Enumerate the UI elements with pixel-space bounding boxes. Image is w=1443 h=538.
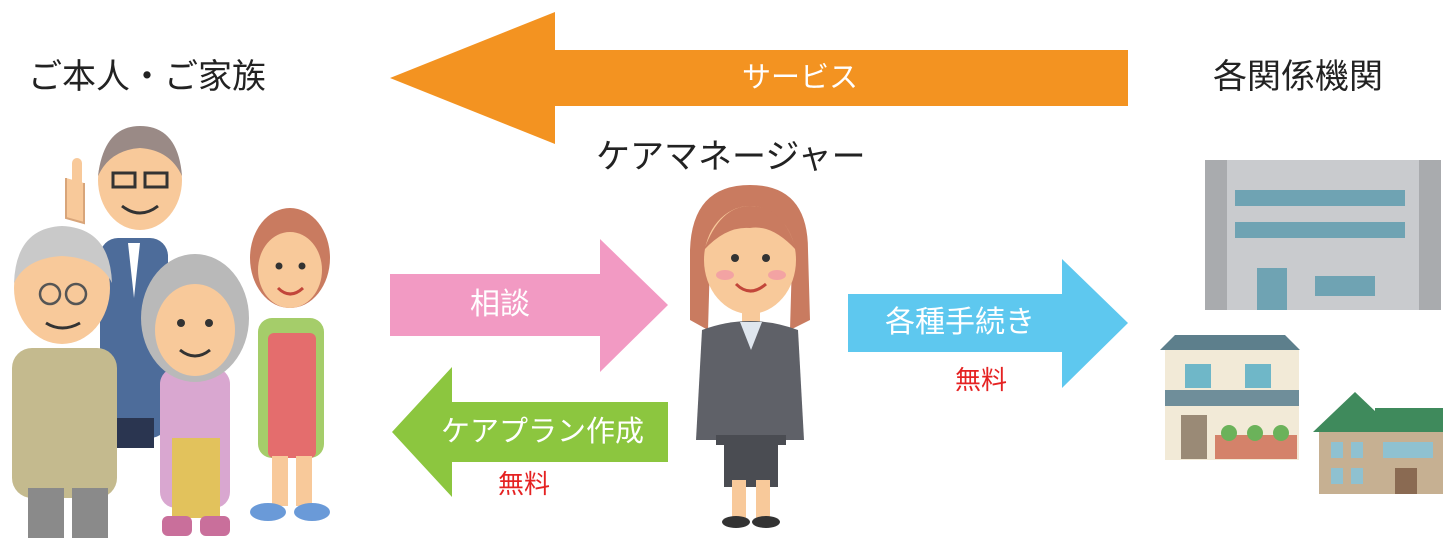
consultation-arrow-label: 相談 — [470, 287, 530, 322]
care-manager-woman-icon — [690, 185, 810, 528]
care-manager-heading: ケアマネージャー — [596, 137, 866, 177]
buildings-icon — [1160, 160, 1443, 494]
house-icon — [1160, 335, 1300, 460]
family-heading: ご本人・ご家族 — [28, 57, 266, 97]
grandfather-icon — [12, 226, 117, 538]
woman-in-apron-icon — [250, 208, 330, 521]
family-group-icon — [12, 126, 330, 538]
service-arrow-label: サービス — [741, 60, 858, 94]
office-building-icon — [1205, 160, 1441, 310]
procedures-arrow-label: 各種手続き — [885, 305, 1035, 340]
care-plan-free-note: 無料 — [498, 470, 551, 500]
small-house-icon — [1313, 392, 1443, 494]
agencies-heading: 各関係機関 — [1213, 57, 1383, 97]
care-plan-arrow-label: ケアプラン作成 — [440, 414, 644, 448]
grandmother-icon — [141, 254, 249, 536]
procedures-free-note: 無料 — [955, 366, 1008, 396]
